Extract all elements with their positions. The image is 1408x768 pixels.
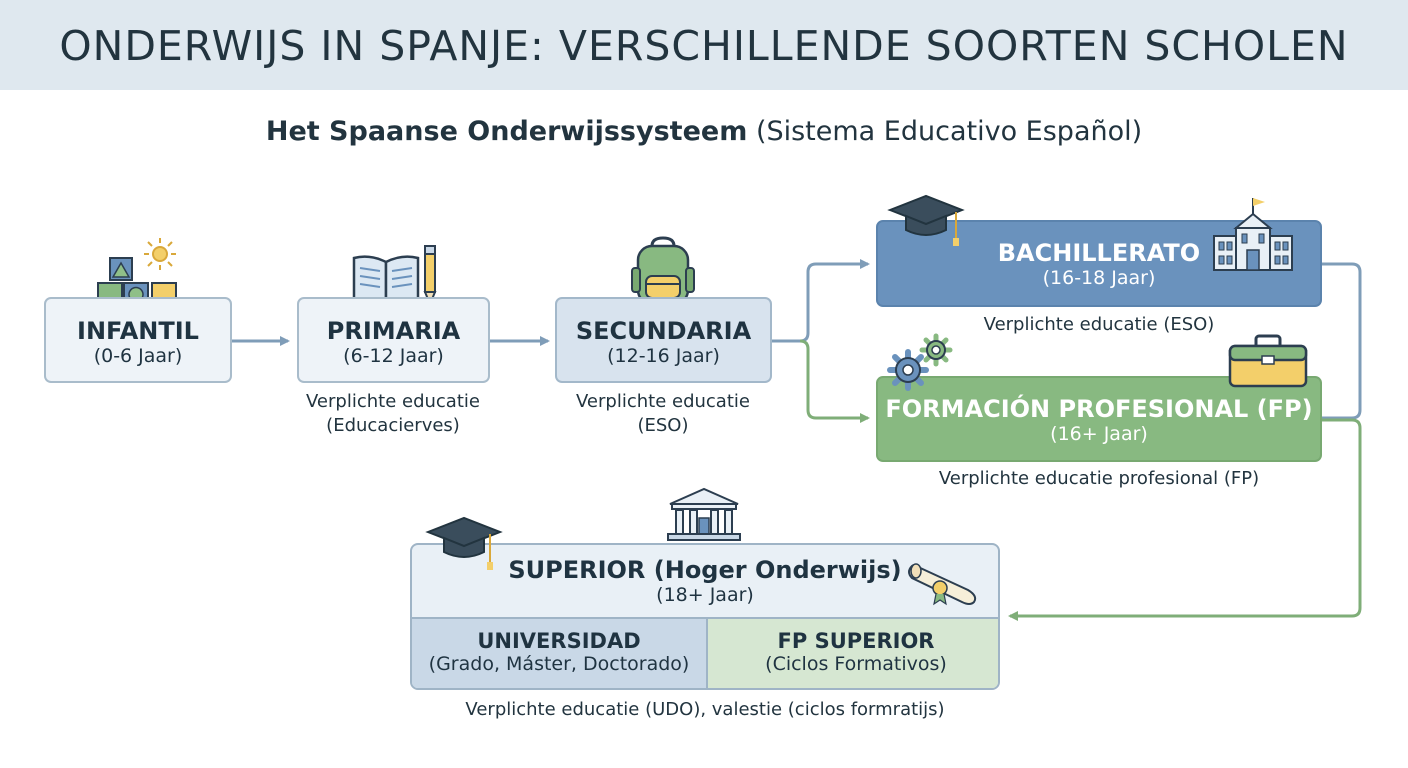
universidad-desc: (Grado, Máster, Doctorado)	[428, 653, 690, 675]
fp-name: FORMACIÓN PROFESIONAL (FP)	[885, 395, 1313, 423]
subtitle-normal: (Sistema Educativo Español)	[755, 116, 1143, 147]
primaria-note: Verplichte educatie (Educacierves)	[280, 390, 506, 438]
university-building-icon	[667, 487, 741, 541]
secundaria-ages: (12-16 Jaar)	[607, 345, 720, 367]
toolbox-icon	[1228, 334, 1308, 388]
primaria-ages: (6-12 Jaar)	[343, 345, 444, 367]
sun-icon	[144, 238, 176, 270]
superior-header: SUPERIOR (Hoger Onderwijs) (18+ Jaar)	[412, 545, 998, 617]
fp-superior-name: FP SUPERIOR	[777, 629, 935, 653]
bachillerato-note: Verplichte educatie (ESO)	[983, 314, 1215, 335]
stage-secundaria-box: SECUNDARIA (12-16 Jaar)	[555, 297, 772, 383]
primaria-note-line1: Verplichte educatie	[306, 391, 480, 412]
arrow-secundaria-fp	[799, 339, 870, 423]
secundaria-note-line2: (ESO)	[637, 415, 689, 436]
universidad-cell: UNIVERSIDAD (Grado, Máster, Doctorado)	[412, 617, 706, 688]
secundaria-note-line1: Verplichte educatie	[576, 391, 750, 412]
fp-ages: (16+ Jaar)	[1050, 423, 1148, 445]
stage-fp-box: FORMACIÓN PROFESIONAL (FP) (16+ Jaar)	[876, 376, 1322, 462]
fp-superior-desc: (Ciclos Formativos)	[765, 653, 947, 675]
infantil-ages: (0-6 Jaar)	[93, 345, 183, 367]
subtitle-bold: Het Spaanse Onderwijssysteem	[265, 116, 748, 147]
bachillerato-name: BACHILLERATO	[997, 239, 1201, 267]
graduation-cap-icon	[425, 516, 503, 570]
graduation-cap-icon	[887, 194, 965, 246]
arrow-fp-superior	[1008, 418, 1362, 621]
diploma-icon	[908, 563, 977, 606]
arrow-secundaria-bachillerato	[772, 259, 870, 343]
primaria-note-line2: (Educacierves)	[326, 415, 460, 436]
school-building-icon	[1213, 198, 1293, 271]
stage-superior-box: SUPERIOR (Hoger Onderwijs) (18+ Jaar) UN…	[410, 543, 1000, 690]
stage-infantil-box: INFANTIL (0-6 Jaar)	[44, 297, 232, 383]
bachillerato-ages: (16-18 Jaar)	[1042, 267, 1156, 289]
secundaria-note: Verplichte educatie (ESO)	[545, 390, 781, 438]
open-book-icon	[352, 255, 420, 306]
secundaria-name: SECUNDARIA	[575, 317, 752, 345]
primaria-name: PRIMARIA	[326, 317, 461, 345]
connector-bachillerato-right	[1322, 262, 1362, 420]
universidad-name: UNIVERSIDAD	[477, 629, 641, 653]
stage-primaria-box: PRIMARIA (6-12 Jaar)	[297, 297, 490, 383]
gears-icon	[887, 333, 953, 391]
superior-note: Verplichte educatie (UDO), valestie (cic…	[465, 699, 945, 720]
fp-note: Verplichte educatie profesional (FP)	[938, 468, 1260, 489]
page-title: ONDERWIJS IN SPANJE: VERSCHILLENDE SOORT…	[59, 22, 1349, 70]
fp-superior-cell: FP SUPERIOR (Ciclos Formativos)	[706, 617, 998, 688]
title-banner: ONDERWIJS IN SPANJE: VERSCHILLENDE SOORT…	[0, 0, 1408, 90]
diagram-subtitle: Het Spaanse Onderwijssysteem (Sistema Ed…	[0, 116, 1408, 147]
superior-ages: (18+ Jaar)	[656, 584, 754, 606]
superior-name: SUPERIOR (Hoger Onderwijs)	[508, 556, 902, 584]
infantil-name: INFANTIL	[77, 317, 199, 345]
